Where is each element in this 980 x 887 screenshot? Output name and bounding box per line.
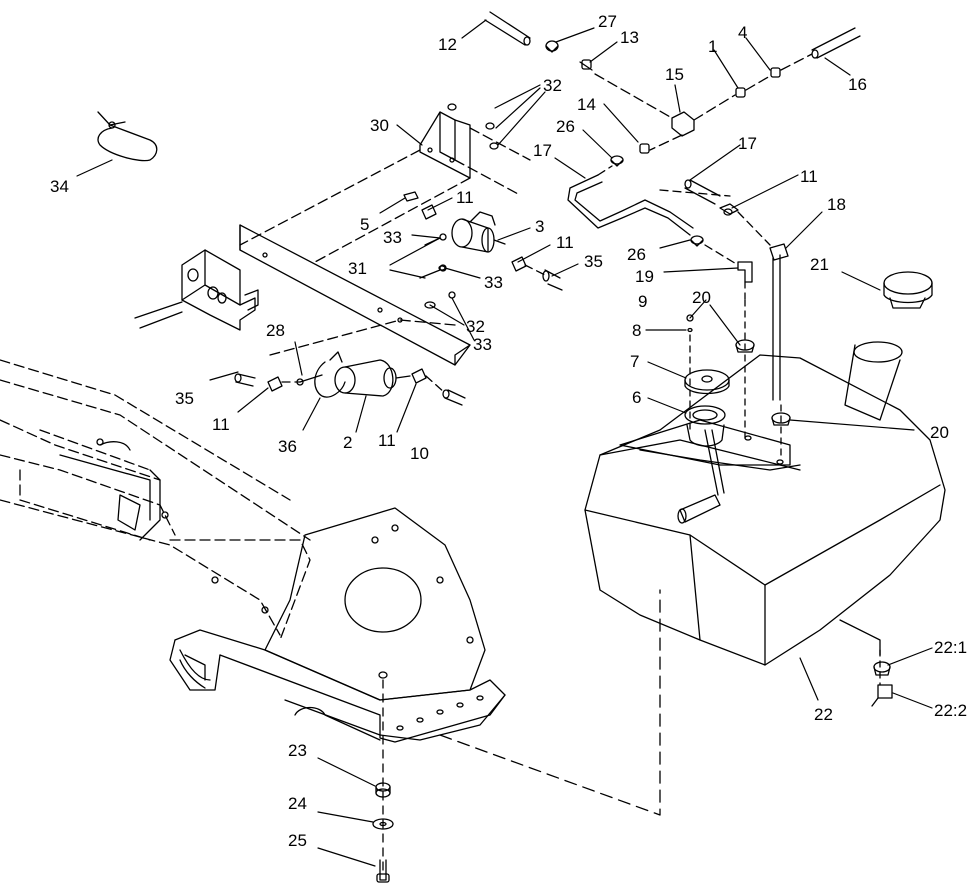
clamp-36 bbox=[314, 351, 346, 398]
callout-1: 1 bbox=[708, 37, 717, 56]
callout-22-2: 22:2 bbox=[934, 701, 967, 720]
callout-6: 6 bbox=[632, 388, 641, 407]
fitting-1 bbox=[735, 87, 746, 98]
callout-27: 27 bbox=[598, 12, 617, 31]
callout-17-left: 17 bbox=[533, 141, 552, 160]
hose-35-right bbox=[542, 269, 563, 291]
callout-18: 18 bbox=[827, 195, 846, 214]
callout-35-right: 35 bbox=[584, 252, 603, 271]
callout-12: 12 bbox=[438, 35, 457, 54]
callout-25: 25 bbox=[288, 831, 307, 850]
callout-21: 21 bbox=[810, 255, 829, 274]
callout-10: 10 bbox=[410, 444, 429, 463]
callout-36: 36 bbox=[278, 437, 297, 456]
callout-2: 2 bbox=[343, 433, 352, 452]
callout-31: 31 bbox=[348, 259, 367, 278]
hose-17-short bbox=[684, 179, 721, 205]
callout-24: 24 bbox=[288, 794, 307, 813]
grommet-20-lower bbox=[771, 412, 791, 426]
callout-28: 28 bbox=[266, 321, 285, 340]
fuel-cap bbox=[883, 271, 933, 309]
hose-12 bbox=[484, 11, 531, 46]
callout-19: 19 bbox=[635, 267, 654, 286]
fitting-11-right bbox=[719, 203, 739, 216]
callout-22-1: 22:1 bbox=[934, 638, 967, 657]
fitting-11-filter-right bbox=[411, 368, 427, 384]
hose-10 bbox=[442, 389, 466, 406]
callout-20-lower: 20 bbox=[930, 423, 949, 442]
callout-14: 14 bbox=[577, 95, 596, 114]
callout-26-lower: 26 bbox=[627, 245, 646, 264]
callout-9: 9 bbox=[638, 292, 647, 311]
tee-15 bbox=[671, 111, 695, 137]
callout-33-upper: 33 bbox=[383, 228, 402, 247]
angle-bracket-bar bbox=[239, 224, 471, 366]
fitting-11-pump-left bbox=[421, 204, 437, 220]
callout-11-filter-right: 11 bbox=[378, 431, 396, 450]
tank-mount-line bbox=[439, 589, 661, 816]
callout-13: 13 bbox=[620, 28, 639, 47]
callout-5: 5 bbox=[360, 215, 369, 234]
sender-7 bbox=[684, 369, 730, 395]
clamp-26-lower bbox=[690, 235, 704, 247]
leader-lines bbox=[76, 19, 933, 867]
washer-24 bbox=[372, 818, 394, 830]
spacer-23 bbox=[375, 782, 391, 798]
clamp-27 bbox=[545, 40, 559, 53]
callout-7: 7 bbox=[630, 352, 639, 371]
callout-26-upper: 26 bbox=[556, 117, 575, 136]
mount-bracket-30 bbox=[419, 111, 471, 179]
screws-31 bbox=[419, 233, 447, 279]
callout-8: 8 bbox=[632, 321, 641, 340]
screw-28 bbox=[296, 374, 323, 386]
drain-plug-22-2 bbox=[871, 684, 893, 707]
elbow-19 bbox=[737, 261, 753, 283]
callout-11-pump-right: 11 bbox=[556, 233, 574, 252]
washers-33 bbox=[424, 265, 456, 309]
fitting-4 bbox=[770, 67, 781, 78]
callout-23: 23 bbox=[288, 741, 307, 760]
callout-33-lower: 33 bbox=[473, 335, 492, 354]
bolts-valve-block bbox=[134, 301, 183, 329]
callout-34: 34 bbox=[50, 177, 69, 196]
callout-16: 16 bbox=[848, 75, 867, 94]
gasket-6 bbox=[684, 405, 726, 447]
hairpin-clip-34 bbox=[97, 111, 158, 162]
callout-32-lower: 32 bbox=[466, 317, 485, 336]
callout-30: 30 bbox=[370, 116, 389, 135]
hose-17-bent bbox=[567, 174, 694, 236]
screw-9 bbox=[686, 314, 694, 322]
callout-20-upper: 20 bbox=[692, 288, 711, 307]
frame-chassis bbox=[0, 359, 506, 743]
callout-11-filter-left: 11 bbox=[212, 415, 230, 434]
fitting-14 bbox=[639, 143, 650, 154]
valve-block bbox=[181, 249, 259, 331]
washer-8 bbox=[687, 327, 693, 333]
callout-22: 22 bbox=[814, 705, 833, 724]
callout-33-middle: 33 bbox=[484, 273, 503, 292]
nuts-32-upper bbox=[447, 103, 499, 150]
fitting-13 bbox=[579, 59, 593, 71]
spacer-5 bbox=[403, 191, 419, 202]
callout-17-right: 17 bbox=[738, 134, 757, 153]
clamp-26-upper bbox=[610, 155, 624, 167]
callout-15: 15 bbox=[665, 65, 684, 84]
callout-11-pump-top: 11 bbox=[456, 188, 474, 207]
callout-labels: 12 27 13 1 4 16 15 32 30 14 26 17 17 34 … bbox=[50, 12, 967, 850]
standpipe-18 bbox=[769, 243, 789, 401]
callout-11-right: 11 bbox=[800, 167, 818, 186]
callout-3: 3 bbox=[535, 217, 544, 236]
drain-valve-22-1 bbox=[873, 661, 891, 676]
callout-4: 4 bbox=[738, 23, 747, 42]
callout-35-left: 35 bbox=[175, 389, 194, 408]
fuel-filter-2 bbox=[334, 359, 411, 397]
hose-35-left bbox=[234, 373, 256, 387]
fuel-pump-3 bbox=[451, 211, 506, 253]
fitting-11-filter-left bbox=[267, 376, 283, 392]
hose-16 bbox=[811, 27, 861, 59]
callout-32-upper: 32 bbox=[543, 76, 562, 95]
bolt-25 bbox=[376, 859, 390, 883]
